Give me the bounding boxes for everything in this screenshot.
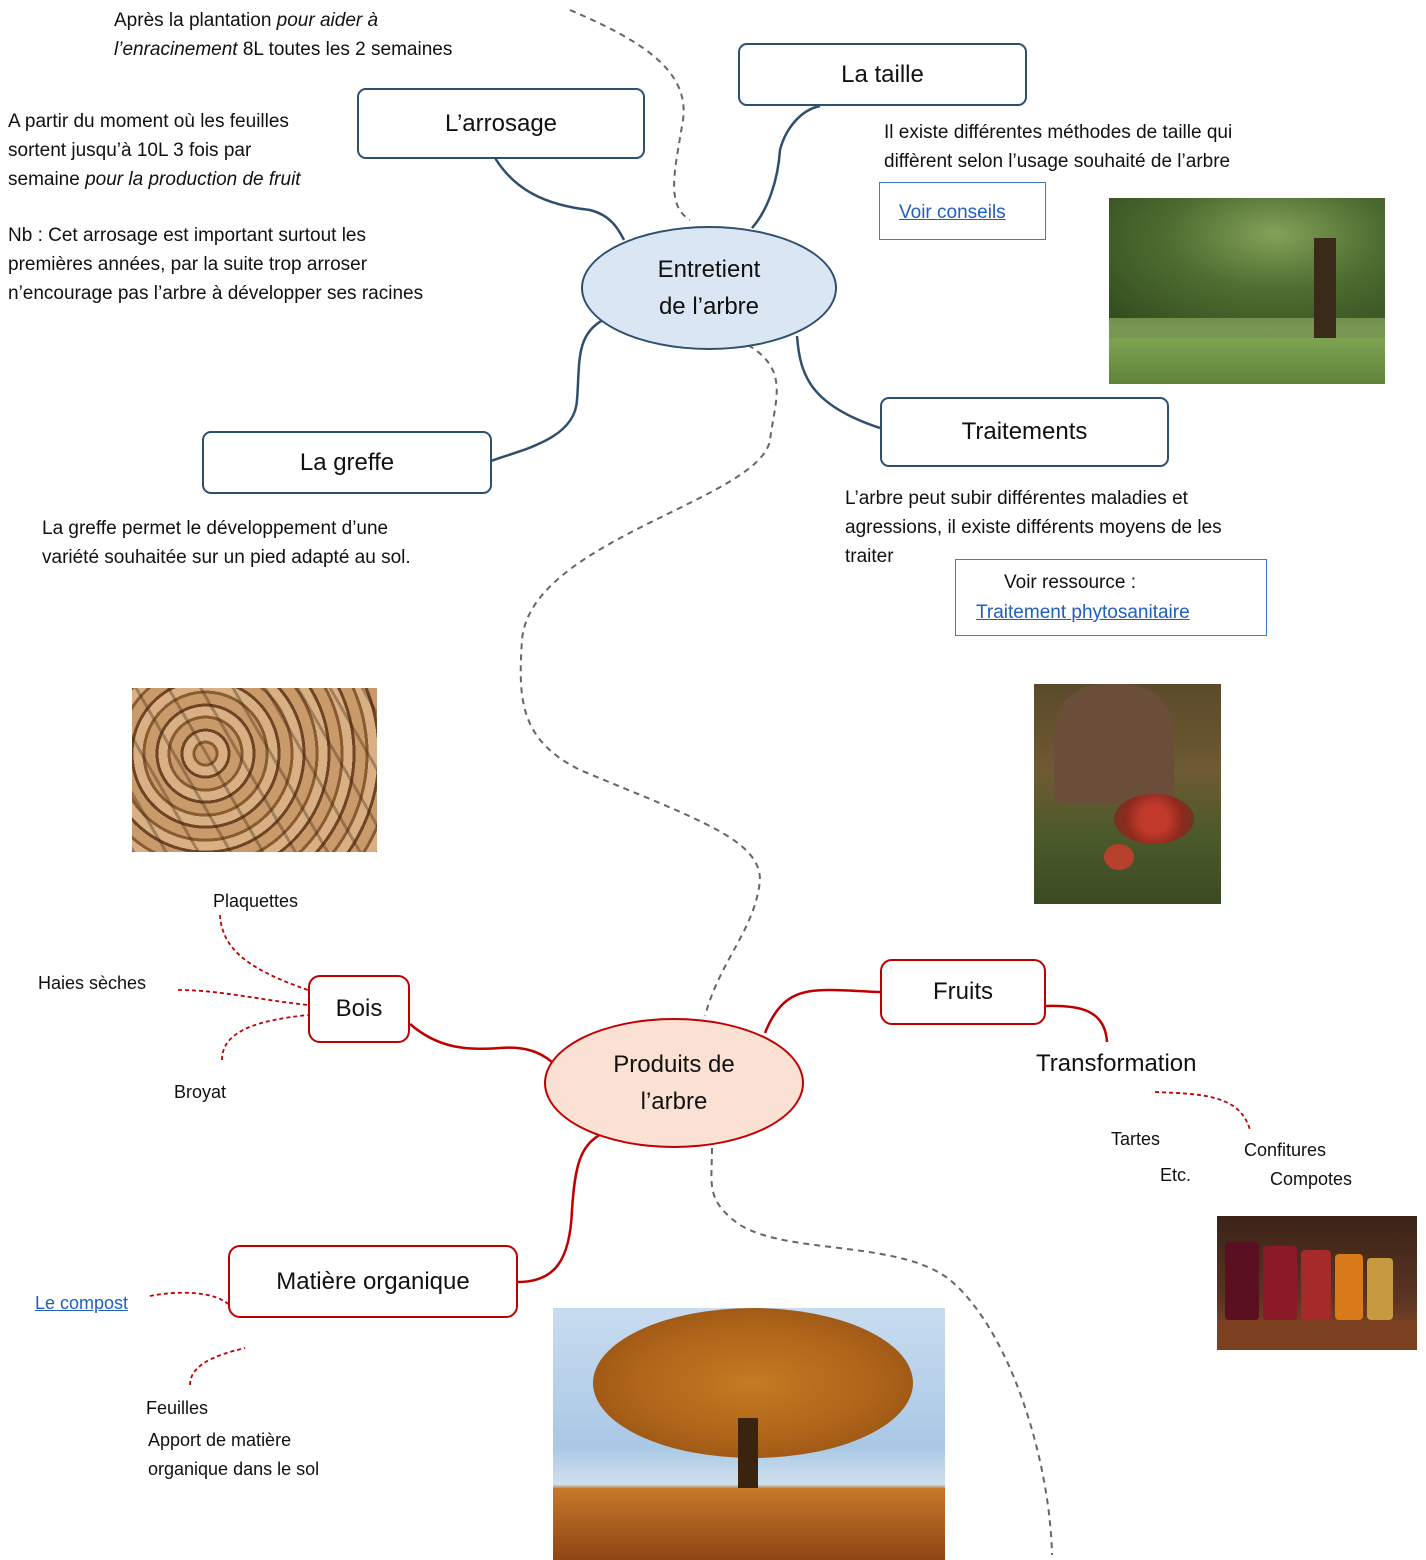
node-greffe: La greffe (202, 431, 492, 494)
fruit-item-tartes: Tartes (1111, 1129, 1161, 1149)
node-fruits: Fruits (880, 959, 1046, 1025)
bois-item-plaquettes: Plaquettes (213, 891, 299, 911)
link-transformation (1045, 1004, 1109, 1043)
fruit-item-etc: Etc. (1160, 1165, 1192, 1185)
ressource-label: Voir ressource : (1004, 572, 1136, 593)
transformation-label: Transformation (1036, 1050, 1197, 1077)
node-matiere: Matière organique (228, 1245, 518, 1318)
taille-description: Il existe différentes méthodes de taille… (884, 122, 1233, 172)
link-traitements (795, 335, 881, 430)
fruit-item-confitures: Confitures (1244, 1140, 1327, 1160)
dashed-transfo (1154, 1091, 1251, 1131)
link-matiere (517, 1131, 604, 1284)
link-fruits (763, 988, 881, 1034)
dashed-plaquettes (219, 914, 309, 991)
dashed-main-path (710, 1147, 1053, 1556)
traitements-description: L’arbre peut subir différentes maladies … (845, 488, 1222, 567)
matiere-item-feuilles: Feuilles (146, 1398, 209, 1418)
node-traitements: Traitements (880, 397, 1169, 467)
dashed-compost (149, 1291, 229, 1305)
dashed-broyat (221, 1014, 309, 1061)
node-arrosage: L’arrosage (357, 88, 645, 159)
woodpile-photo (132, 688, 377, 852)
dashed-main-path (569, 9, 691, 221)
dashed-haies (177, 989, 309, 1006)
bois-item-haies: Haies sèches (38, 973, 147, 993)
voir-conseils-box: Voir conseils (879, 182, 1046, 240)
link-arrosage (493, 157, 626, 241)
traitement-phytosanitaire-link[interactable]: Traitement phytosanitaire (976, 602, 1190, 623)
fruit-item-compotes: Compotes (1270, 1169, 1353, 1189)
link-bois (409, 1023, 553, 1063)
dashed-main-path (519, 344, 778, 1017)
ressource-box: Voir ressource : Traitement phytosanitai… (955, 559, 1267, 636)
dashed-feuilles (189, 1347, 246, 1386)
voir-conseils-link[interactable]: Voir conseils (899, 202, 1006, 223)
autumn-tree-photo (553, 1308, 945, 1560)
link-taille (751, 104, 821, 229)
apple-harvest-photo (1034, 684, 1221, 904)
apple-tree-photo (1109, 198, 1385, 384)
arrosage-note: Nb : Cet arrosage est important surtout … (8, 225, 424, 304)
jam-jars-photo (1217, 1216, 1417, 1350)
compost-link[interactable]: Le compost (35, 1293, 129, 1313)
arrosage-after-planting: Après la plantation pour aider à l’enrac… (114, 10, 453, 60)
bois-item-broyat: Broyat (174, 1082, 227, 1102)
link-greffe (490, 318, 604, 463)
node-bois: Bois (308, 975, 410, 1043)
arrosage-leaves: A partir du moment où les feuilles sorte… (8, 111, 301, 190)
node-taille: La taille (738, 43, 1027, 106)
